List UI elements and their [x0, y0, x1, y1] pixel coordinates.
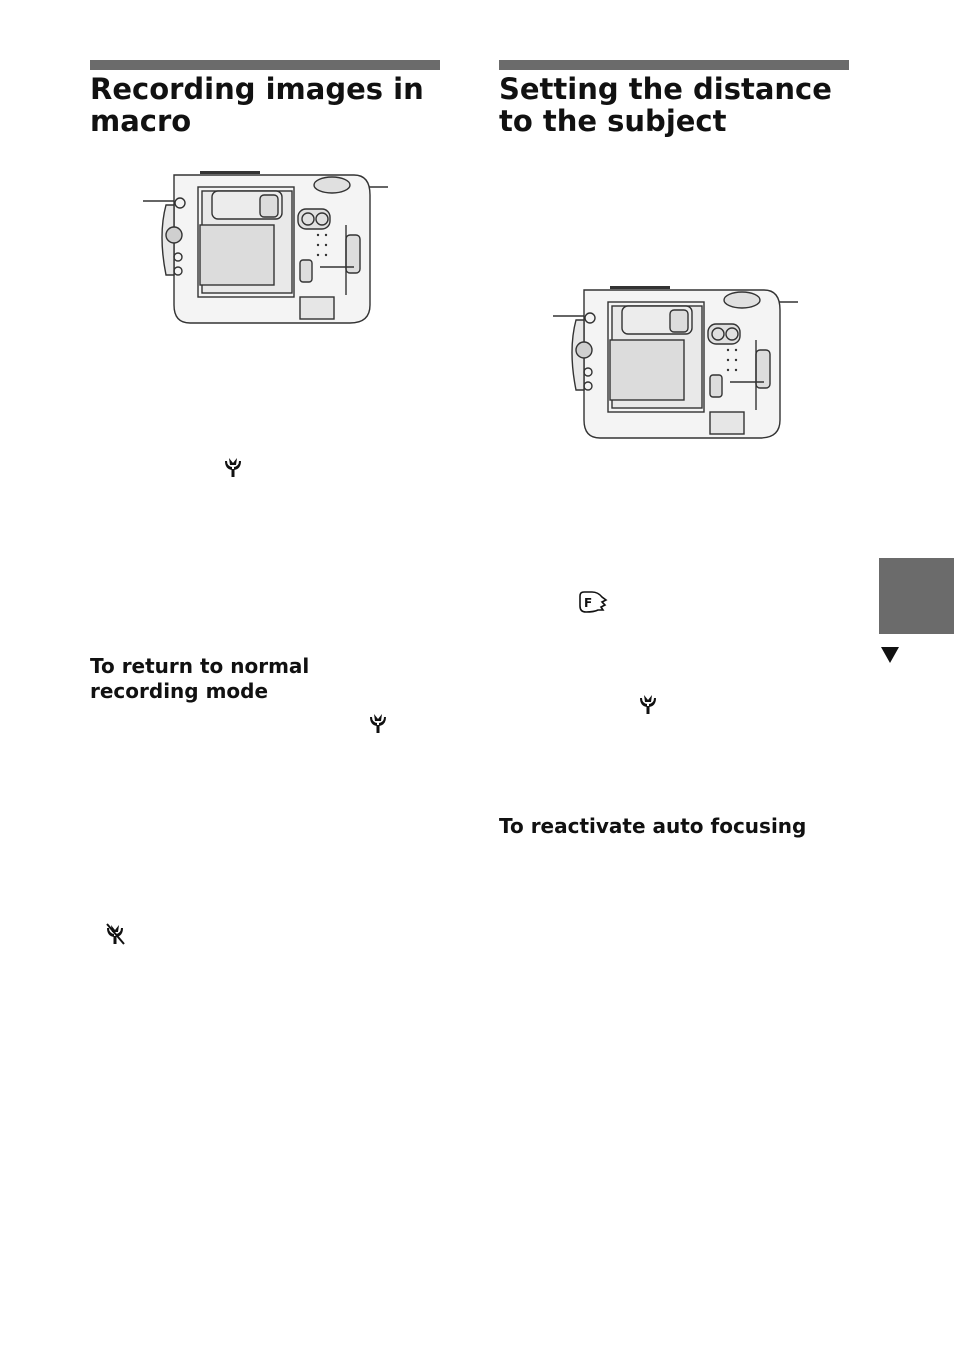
left-subheading: To return to normal recording mode: [90, 654, 309, 704]
right-heading-rule: [499, 60, 849, 70]
right-title-line2: to the subject: [499, 104, 727, 138]
macro-tulip-icon: [225, 458, 241, 477]
camera-illustration-left: [143, 171, 388, 324]
right-subheading: To reactivate auto focusing: [499, 814, 807, 838]
right-title-line1: Setting the distance: [499, 72, 832, 106]
left-title-line2: macro: [90, 104, 192, 138]
camera-illustration-right: [553, 286, 798, 439]
left-subhead-line1: To return to normal: [90, 654, 310, 678]
section-tab: [879, 558, 954, 634]
left-heading-rule: [90, 60, 440, 70]
left-subhead-line2: recording mode: [90, 679, 269, 703]
macro-off-icon: [106, 923, 125, 945]
left-page-title: Recording images in macro: [90, 73, 424, 137]
left-title-line1: Recording images in: [90, 72, 424, 106]
focus-preset-icon: F: [579, 591, 608, 613]
macro-tulip-icon: [370, 714, 386, 733]
right-page-title: Setting the distance to the subject: [499, 73, 832, 137]
svg-text:F: F: [584, 596, 592, 610]
macro-tulip-icon: [640, 695, 656, 714]
continue-arrow-icon: [881, 647, 899, 663]
